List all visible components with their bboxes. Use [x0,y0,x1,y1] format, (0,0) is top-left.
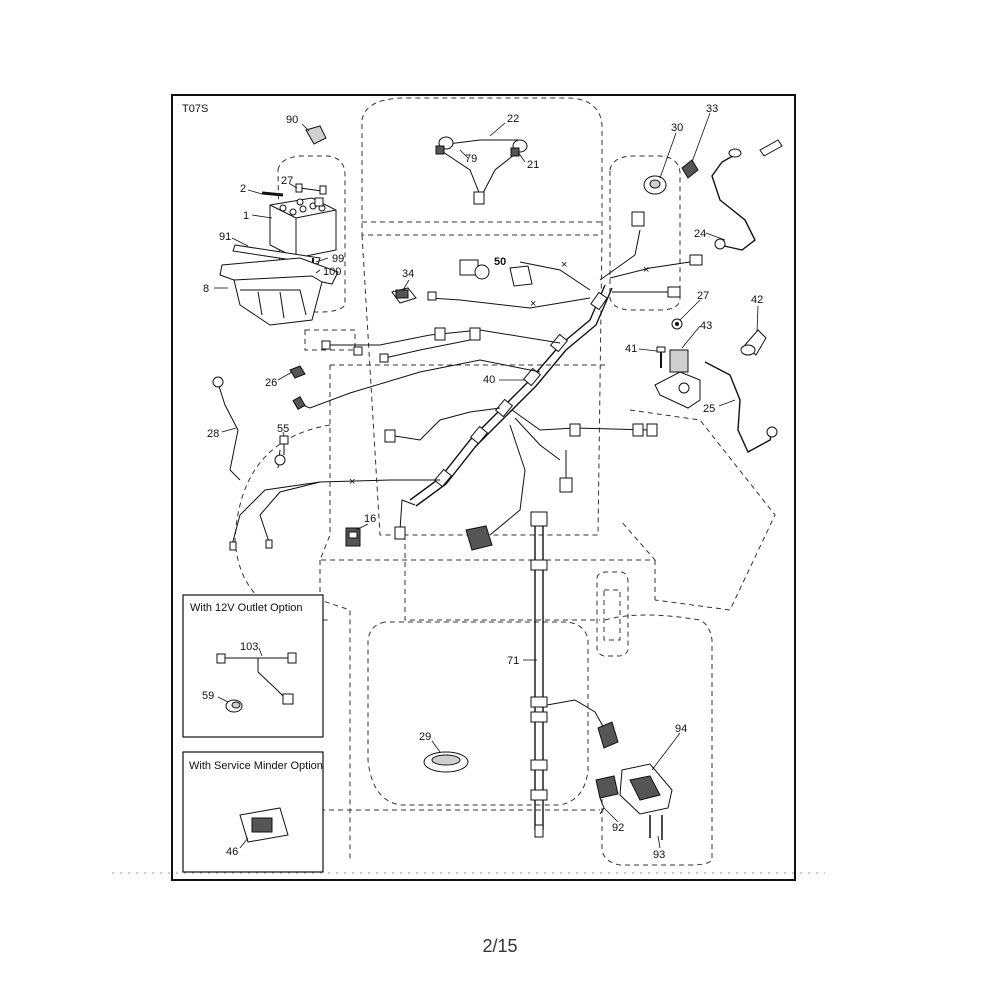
ground-cable-24 [681,139,783,266]
part-2-bolt [261,183,327,197]
callout-91: 91 [219,231,231,243]
callout-40: 40 [483,374,495,386]
callout-22: 22 [507,113,519,125]
inset-service-title: With Service Minder Option [189,760,323,772]
callout-27-right: 27 [697,290,709,302]
svg-text:×: × [349,476,355,488]
key-switch-30 [631,175,667,227]
leader-lines [214,112,759,849]
callout-labels: 90 2 27 1 91 99 100 8 22 79 21 30 33 24 … [202,103,763,861]
callout-90: 90 [286,114,298,126]
boot-42 [740,329,767,356]
screw-55 [274,435,289,466]
callout-71: 71 [507,655,519,667]
part-26 [289,365,306,379]
svg-text:×: × [643,264,649,276]
switch-34 [391,287,417,304]
inset-12v-outlet: With 12V Outlet Option [182,594,324,738]
callout-79: 79 [465,153,477,165]
callout-29: 29 [419,731,431,743]
callout-59: 59 [202,690,214,702]
battery-1 [269,197,337,259]
callout-93: 93 [653,849,665,861]
callout-2: 2 [240,183,246,195]
pad-29 [423,751,469,773]
battery-tray-8 [219,257,339,326]
page-number: 2/15 [482,936,518,956]
harness-connectors [229,286,681,551]
callout-55: 55 [277,423,289,435]
callout-41: 41 [625,343,637,355]
callout-43: 43 [700,320,712,332]
callout-103: 103 [240,641,258,653]
callout-26: 26 [265,377,277,389]
part-90 [305,125,327,145]
rear-harness-71 [530,511,619,838]
cable-28 [212,376,306,411]
callout-25: 25 [703,403,715,415]
callout-28: 28 [207,428,219,440]
headlights-22 [435,136,528,205]
callout-8: 8 [203,283,209,295]
seat-switch-94 [595,763,673,840]
callout-42: 42 [751,294,763,306]
svg-text:×: × [530,298,536,310]
switch-16 [345,527,361,547]
callout-50: 50 [494,256,506,268]
callout-24: 24 [694,228,706,240]
splice-marks: × × × × [349,259,649,488]
cable-25 [704,361,778,453]
callout-94: 94 [675,723,687,735]
callout-30: 30 [671,122,683,134]
washer-27 [671,318,683,330]
inset-service-minder: With Service Minder Option [182,751,324,873]
solenoid-43 [654,346,701,409]
callout-27-left: 27 [281,175,293,187]
relay-50 [459,259,533,287]
callout-46: 46 [226,846,238,858]
callout-100: 100 [323,266,341,278]
callout-99: 99 [332,253,344,265]
callout-92: 92 [612,822,624,834]
wire-harness-40 [217,229,691,546]
callout-33: 33 [706,103,718,115]
callout-16: 16 [364,513,376,525]
inset-12v-title: With 12V Outlet Option [190,602,303,614]
svg-text:×: × [561,259,567,271]
callout-34: 34 [402,268,414,280]
callout-21: 21 [527,159,539,171]
diagram-id: T07S [182,103,208,115]
diagram-frame [171,94,796,881]
callout-1: 1 [243,210,249,222]
